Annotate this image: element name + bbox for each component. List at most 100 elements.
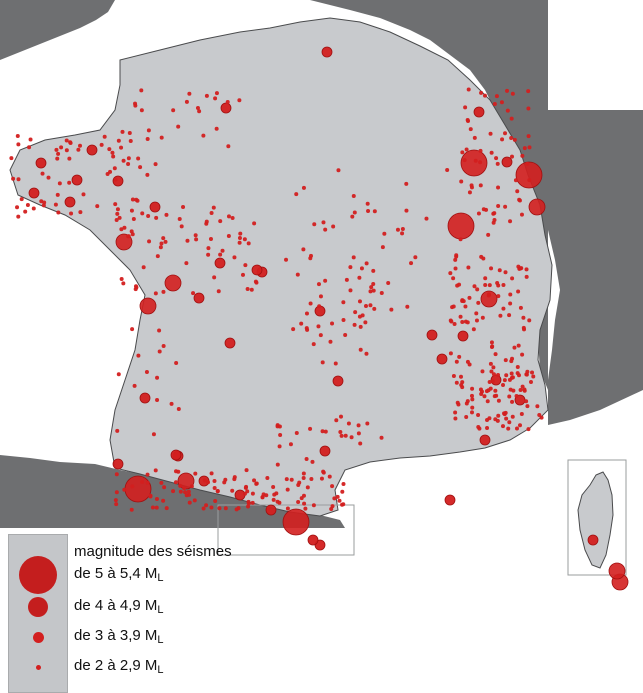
earthquake-marker — [527, 318, 532, 323]
earthquake-marker — [464, 147, 469, 152]
earthquake-marker — [351, 255, 356, 260]
earthquake-marker — [23, 209, 28, 214]
earthquake-marker — [157, 349, 162, 354]
earthquake-marker — [531, 374, 536, 379]
earthquake-marker — [41, 203, 46, 208]
earthquake-marker — [42, 200, 47, 205]
earthquake-marker — [134, 285, 139, 290]
earthquake-marker — [364, 261, 369, 266]
earthquake-marker — [467, 362, 472, 367]
earthquake-marker — [515, 364, 520, 369]
earthquake-marker — [226, 234, 231, 239]
earthquake-marker — [363, 320, 368, 325]
earthquake-marker — [116, 138, 121, 143]
earthquake-marker — [237, 235, 242, 240]
earthquake-marker — [40, 171, 45, 176]
earthquake-marker — [452, 321, 457, 326]
earthquake-marker — [496, 398, 501, 403]
earthquake-marker — [515, 161, 543, 189]
earthquake-marker — [15, 205, 20, 210]
earthquake-marker — [450, 305, 455, 310]
earthquake-marker — [537, 413, 542, 418]
earthquake-marker — [502, 378, 507, 383]
earthquake-marker — [464, 401, 469, 406]
earthquake-marker — [502, 411, 507, 416]
earthquake-marker — [344, 277, 349, 282]
earthquake-marker — [368, 303, 373, 308]
earthquake-marker — [524, 399, 529, 404]
earthquake-marker — [27, 145, 32, 150]
earthquake-marker — [266, 506, 271, 511]
earthquake-marker — [489, 345, 494, 350]
earthquake-marker — [492, 394, 497, 399]
earthquake-marker — [323, 278, 328, 283]
earthquake-marker — [252, 221, 257, 226]
earthquake-marker — [460, 150, 465, 155]
neighbor-italy-switzerland — [548, 110, 643, 425]
earthquake-marker — [337, 498, 342, 503]
earthquake-marker — [301, 475, 306, 480]
earthquake-marker — [522, 388, 527, 393]
earthquake-marker — [308, 301, 313, 306]
earthquake-marker — [526, 89, 531, 94]
earthquake-marker — [358, 324, 363, 329]
earthquake-marker — [365, 421, 370, 426]
earthquake-marker — [285, 506, 290, 511]
earthquake-marker — [481, 207, 486, 212]
earthquake-marker — [470, 386, 475, 391]
earthquake-marker — [460, 149, 488, 177]
earthquake-marker — [214, 257, 226, 269]
earthquake-marker — [349, 435, 354, 440]
earthquake-marker — [28, 137, 33, 142]
earthquake-marker — [522, 146, 527, 151]
earthquake-marker — [323, 227, 328, 232]
earthquake-marker — [191, 291, 196, 296]
earthquake-marker — [514, 426, 519, 431]
earthquake-marker — [470, 397, 475, 402]
earthquake-marker — [301, 247, 306, 252]
earthquake-marker — [294, 430, 299, 435]
earthquake-marker — [488, 386, 493, 391]
earthquake-marker — [317, 304, 322, 309]
earthquake-marker — [144, 370, 149, 375]
earthquake-marker — [120, 129, 125, 134]
earthquake-marker — [204, 219, 209, 224]
earthquake-marker — [516, 289, 521, 294]
earthquake-marker — [214, 91, 219, 96]
earthquake-marker — [161, 498, 166, 503]
earthquake-marker — [176, 124, 181, 129]
earthquake-marker — [321, 220, 326, 225]
earthquake-marker — [138, 165, 143, 170]
earthquake-marker — [64, 138, 69, 143]
earthquake-marker — [458, 314, 463, 319]
earthquake-marker — [335, 494, 340, 499]
earthquake-marker — [153, 468, 158, 473]
earthquake-marker — [28, 187, 40, 199]
legend-label: de 3 à 3,9 ML — [74, 627, 164, 646]
pyrenees-inset-frame — [217, 504, 355, 556]
earthquake-marker — [76, 147, 81, 152]
earthquake-marker — [489, 369, 494, 374]
earthquake-marker — [130, 484, 135, 489]
earthquake-marker — [464, 415, 469, 420]
earthquake-marker — [154, 505, 159, 510]
earthquake-marker — [527, 178, 532, 183]
earthquake-marker — [145, 137, 150, 142]
legend-label: de 5 à 5,4 ML — [74, 565, 164, 584]
earthquake-marker — [128, 139, 133, 144]
earthquake-marker — [336, 168, 341, 173]
earthquake-marker — [154, 496, 159, 501]
earthquake-marker — [189, 484, 194, 489]
earthquake-marker — [516, 343, 521, 348]
earthquake-marker — [587, 534, 599, 546]
earthquake-marker — [305, 485, 310, 490]
earthquake-marker — [511, 388, 516, 393]
earthquake-marker — [119, 276, 124, 281]
earthquake-marker — [500, 137, 505, 142]
earthquake-layer — [9, 46, 629, 591]
earthquake-marker — [289, 477, 294, 482]
earthquake-marker — [129, 208, 134, 213]
earthquake-marker — [348, 288, 353, 293]
